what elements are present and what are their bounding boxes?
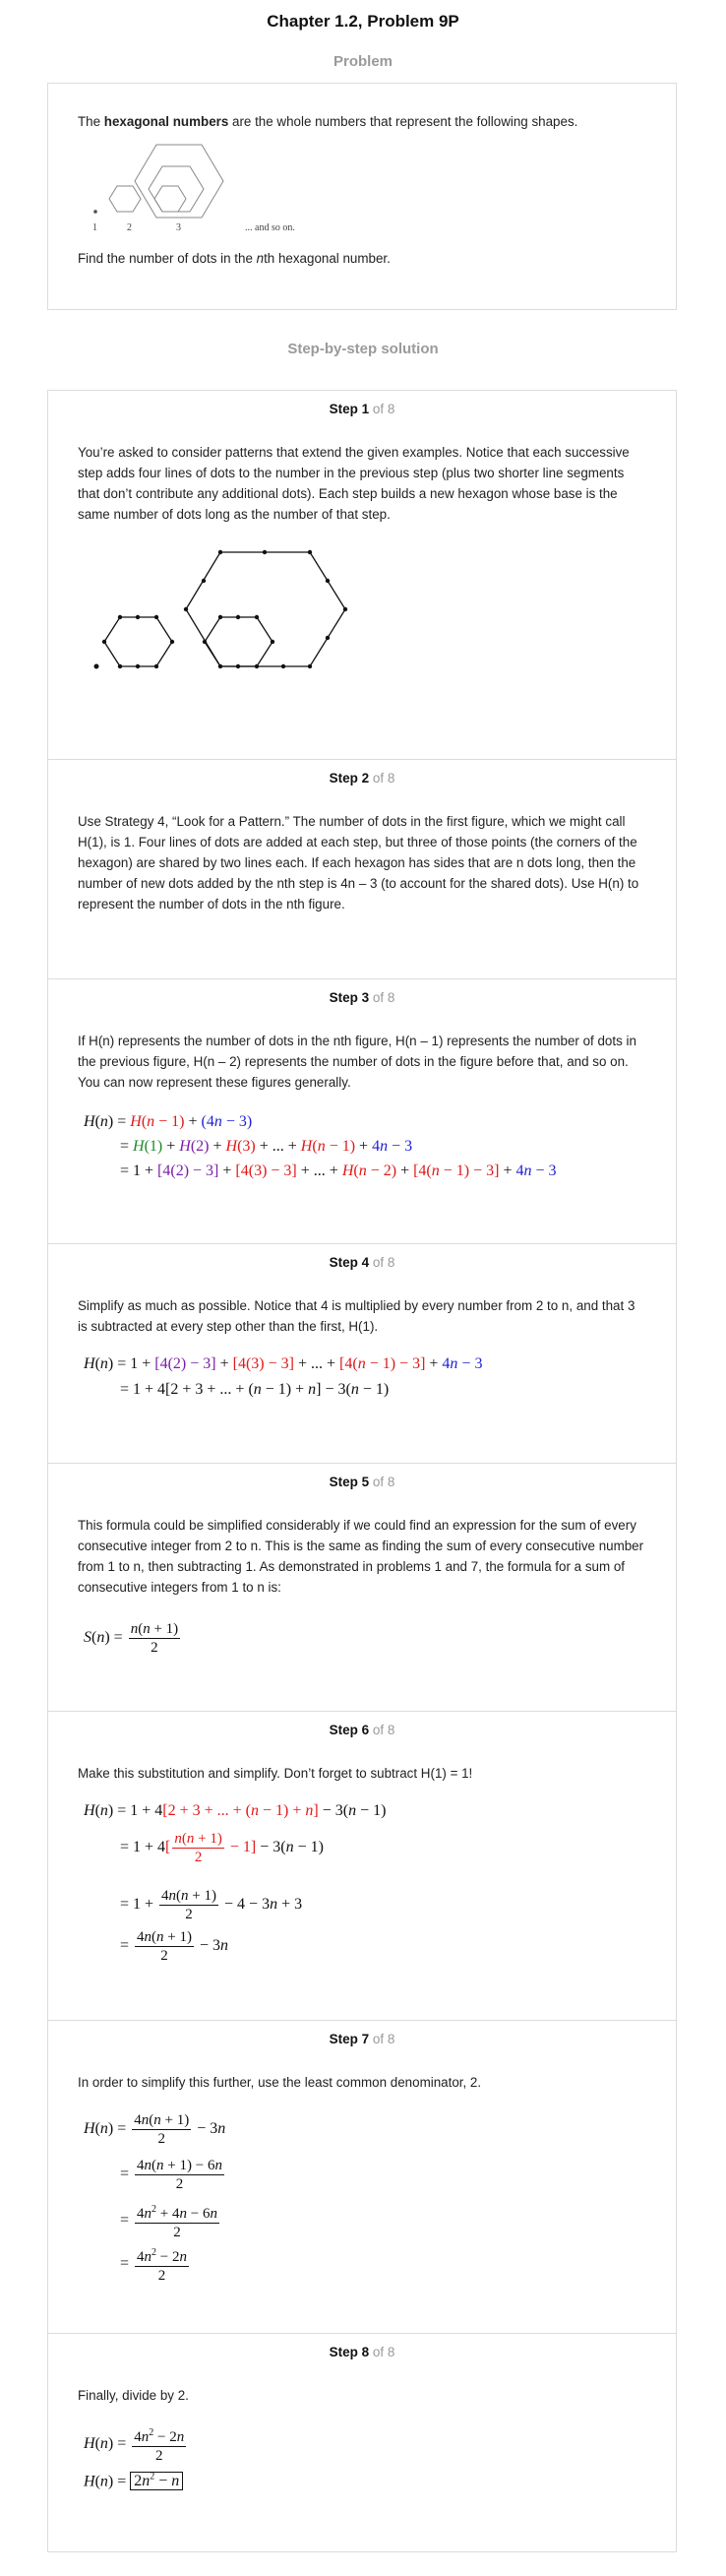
step-3-eq-3: = 1 + [4(2) − 3] + [4(3) − 3] + ... + H(… — [120, 1162, 557, 1179]
step-5-eq-1: S(n) = n(n + 1)2 — [84, 1621, 181, 1656]
step-7-text: In order to simplify this further, use t… — [78, 2075, 482, 2090]
step-1-figure — [93, 549, 348, 669]
step-2: Step 2 of 8 Use Strategy 4, “Look for a … — [47, 760, 677, 979]
step-2-text: Use Strategy 4, “Look for a Pattern.” Th… — [78, 814, 639, 911]
hexagon-figure: 1 2 3 ... and so on. — [92, 144, 295, 233]
step-4-label: Step 4 — [329, 1255, 370, 1270]
problem-question: Find the number of dots in the nth hexag… — [78, 251, 391, 266]
step-5-label: Step 5 — [329, 1475, 370, 1489]
step-7-eq-1: H(n) = 4n(n + 1)2 − 3n — [84, 2112, 226, 2147]
step-2-label: Step 2 — [329, 771, 370, 785]
page-title: Chapter 1.2, Problem 9P — [267, 12, 459, 31]
step-4: Step 4 of 8 Simplify as much as possible… — [47, 1244, 677, 1464]
step-6-eq-3: = 1 + 4n(n + 1)2 − 4 − 3n + 3 — [120, 1888, 303, 1922]
step-8-eq-2: H(n) = 2n2 − n — [84, 2472, 184, 2491]
step-3-eq-2: = H(1) + H(2) + H(3) + ... + H(n − 1) + … — [120, 1138, 413, 1155]
step-6-text: Make this substitution and simplify. Don… — [78, 1766, 473, 1781]
step-7-label: Step 7 — [329, 2032, 370, 2046]
step-8-label: Step 8 — [329, 2345, 370, 2359]
figure-label-2: 2 — [127, 222, 132, 233]
figure-label-etc: ... and so on. — [245, 222, 295, 233]
step-6-eq-4: = 4n(n + 1)2 − 3n — [120, 1929, 229, 1964]
step-6-eq-1: H(n) = 1 + 4[2 + 3 + ... + (n − 1) + n] … — [84, 1802, 387, 1819]
problem-card: The hexagonal numbers are the whole numb… — [47, 83, 677, 310]
step-6-label: Step 6 — [329, 1723, 370, 1737]
step-8-text: Finally, divide by 2. — [78, 2388, 189, 2403]
step-4-eq-1: H(n) = 1 + [4(2) − 3] + [4(3) − 3] + ...… — [84, 1355, 483, 1372]
step-1-label: Step 1 — [329, 402, 370, 416]
step-4-text: Simplify as much as possible. Notice tha… — [78, 1298, 635, 1334]
solution-heading: Step-by-step solution — [287, 341, 439, 357]
step-6-eq-2: = 1 + 4[n(n + 1)2 − 1] − 3(n − 1) — [120, 1831, 324, 1865]
problem-text: The hexagonal numbers are the whole numb… — [78, 114, 578, 129]
problem-heading: Problem — [333, 53, 393, 70]
figure-label-3: 3 — [176, 222, 181, 233]
step-1: Step 1 of 8 You’re asked to consider pat… — [47, 390, 677, 760]
step-1-text: You’re asked to consider patterns that e… — [78, 445, 630, 522]
step-3: Step 3 of 8 If H(n) represents the numbe… — [47, 979, 677, 1244]
step-4-eq-2: = 1 + 4[2 + 3 + ... + (n − 1) + n] − 3(n… — [120, 1381, 390, 1398]
step-5: Step 5 of 8 This formula could be simpli… — [47, 1464, 677, 1712]
step-6: Step 6 of 8 Make this substitution and s… — [47, 1712, 677, 2021]
step-3-eq-1: H(n) = H(n − 1) + (4n − 3) — [84, 1113, 253, 1130]
step-3-label: Step 3 — [329, 990, 370, 1005]
step-7: Step 7 of 8 In order to simplify this fu… — [47, 2021, 677, 2334]
step-5-text: This formula could be simplified conside… — [78, 1518, 644, 1595]
step-3-text: If H(n) represents the number of dots in… — [78, 1034, 636, 1090]
step-8: Step 8 of 8 Finally, divide by 2. H(n) =… — [47, 2334, 677, 2552]
figure-label-1: 1 — [92, 222, 97, 233]
